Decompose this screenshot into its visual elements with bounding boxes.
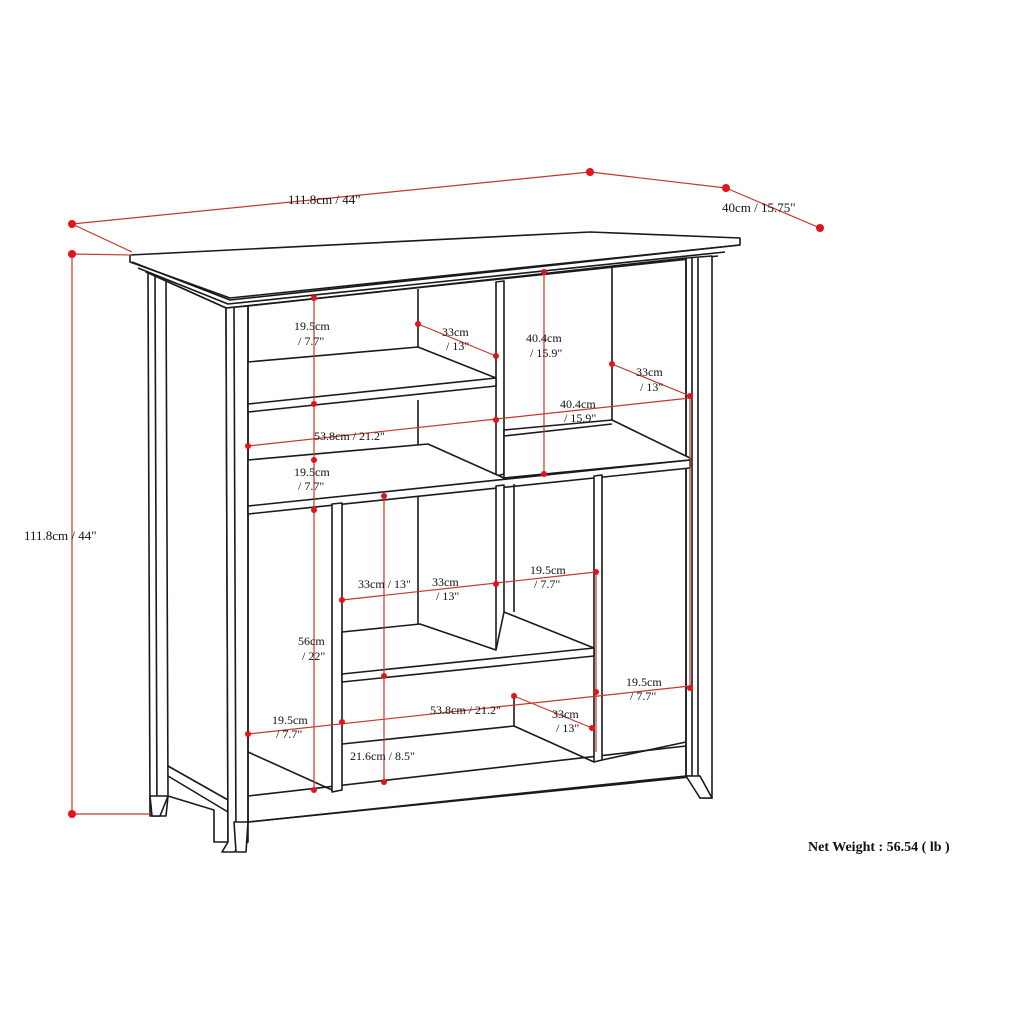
lower-middle-shelf — [341, 611, 595, 683]
top-board — [129, 231, 741, 299]
upper-left-height-in-label: / 7.7" — [298, 334, 324, 348]
upper-left-depth-label: 33cm — [442, 325, 469, 339]
bottom-width-label: 53.8cm / 21.2" — [430, 703, 501, 717]
lower-left-divider — [331, 502, 343, 793]
lower-mid-width-in-label: / 7.7" — [534, 577, 560, 591]
lower-right-width-label: 19.5cm — [626, 675, 662, 689]
bottom-left-width-label: 19.5cm — [272, 713, 308, 727]
upper-left-height-label: 19.5cm — [294, 319, 330, 333]
upper-right-depth-label: 33cm — [636, 365, 663, 379]
depth-label: 40cm / 15.75" — [722, 200, 796, 215]
lower-mid-depth-b-in-label: / 13" — [436, 589, 459, 603]
lower-right-divider — [593, 474, 603, 763]
lower-right-width-in-label: / 7.7" — [630, 689, 656, 703]
upper-center-divider — [495, 280, 505, 477]
bottom-height-label: 21.6cm / 8.5" — [350, 749, 415, 763]
second-left-height-in-label: / 7.7" — [298, 479, 324, 493]
front-left-leg — [233, 821, 249, 853]
second-left-height-label: 19.5cm — [294, 465, 330, 479]
bottom-depth-in-label: / 13" — [556, 721, 579, 735]
lower-mid-depth-a-label: 33cm / 13" — [358, 577, 411, 591]
upper-right-height-in-label: / 15.9" — [530, 346, 562, 360]
upper-left-depth-in-label: / 13" — [446, 339, 469, 353]
dimension-lines — [71, 171, 821, 815]
lower-mid-width-label: 19.5cm — [530, 563, 566, 577]
bottom-left-width-in-label: / 7.7" — [276, 727, 302, 741]
front-right-leg — [685, 775, 713, 799]
bottom-depth-label: 33cm — [552, 707, 579, 721]
left-side-panel — [145, 271, 229, 843]
top-width-label: 111.8cm / 44" — [288, 192, 361, 207]
lower-mid-depth-b-label: 33cm — [432, 575, 459, 589]
lower-left-height-in-label: / 22" — [302, 649, 325, 663]
dimension-labels: 111.8cm / 44" 40cm / 15.75" 111.8cm / 44… — [24, 192, 796, 763]
height-label: 111.8cm / 44" — [24, 528, 97, 543]
upper-left-width-label: 53.8cm / 21.2" — [314, 429, 385, 443]
lower-left-height-label: 56cm — [298, 634, 325, 648]
upper-right-height-label: 40.4cm — [526, 331, 562, 345]
upper-left-shelf — [247, 346, 497, 413]
upper-right-depth-in-label: / 13" — [640, 380, 663, 394]
upper-right-width-in-label: / 15.9" — [564, 411, 596, 425]
bookcase-drawing — [129, 231, 741, 853]
back-left-leg — [149, 795, 169, 817]
upper-right-width-label: 40.4cm — [560, 397, 596, 411]
net-weight-label: Net Weight : 56.54 ( lb ) — [808, 840, 950, 855]
dimension-dots — [68, 168, 824, 818]
